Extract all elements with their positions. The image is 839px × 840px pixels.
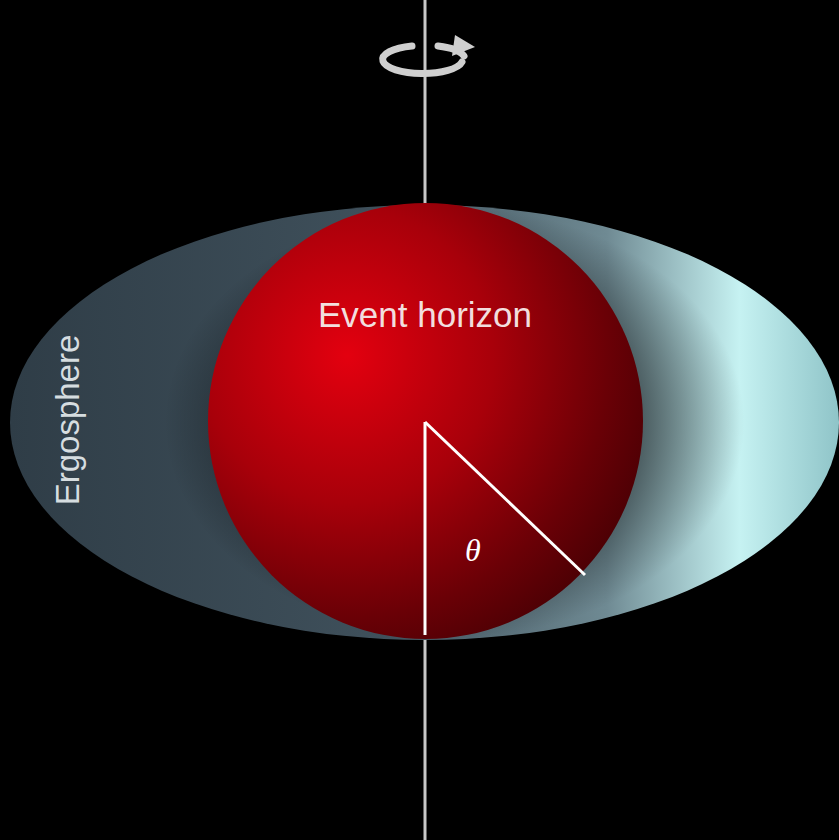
region-label: Ergosphere [49,335,87,506]
angle-line [425,422,585,575]
angle-label: θ [465,532,481,569]
shape-outline [208,203,643,639]
angle-line [424,422,427,635]
event-horizon-sphere: Event horizon [208,203,643,639]
arrow-head [452,35,475,56]
sphere-label: Event horizon [318,295,532,335]
rotation-arrow [383,46,464,73]
